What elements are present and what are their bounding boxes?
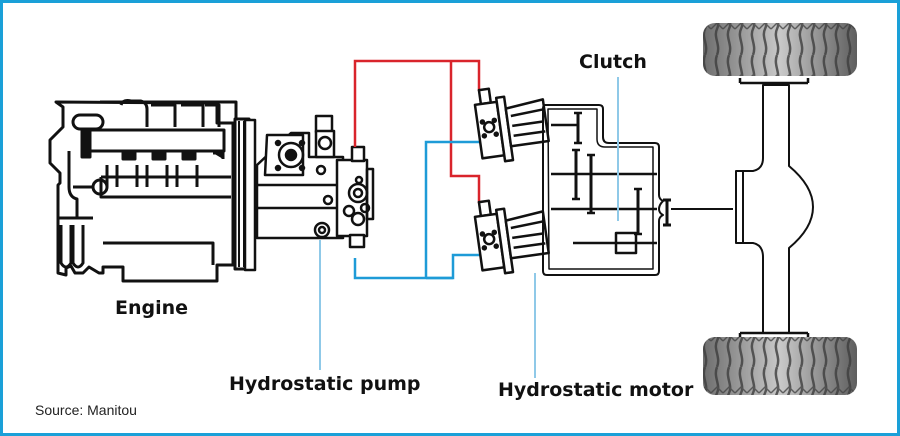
low-pressure-lines — [353, 140, 481, 280]
hydrostatic-pump-label: Hydrostatic pump — [229, 373, 421, 395]
engine-label: Engine — [115, 297, 189, 319]
hydrostatic-motor-lower — [473, 199, 550, 275]
engine — [48, 99, 251, 283]
wheel-lower — [703, 337, 857, 395]
source-caption: Source: Manitou — [35, 402, 137, 418]
hydrostatic-motor-label: Hydrostatic motor — [498, 379, 694, 401]
clutch-label: Clutch — [579, 51, 647, 73]
hydrostatic-motor-upper — [473, 87, 550, 163]
gearbox — [542, 104, 733, 276]
powertrain-diagram — [48, 23, 857, 395]
leader-lines — [319, 77, 619, 378]
high-pressure-lines — [353, 59, 481, 203]
hydrostatic-pump — [243, 114, 375, 272]
wheel-upper — [703, 23, 857, 76]
axle — [735, 78, 814, 340]
